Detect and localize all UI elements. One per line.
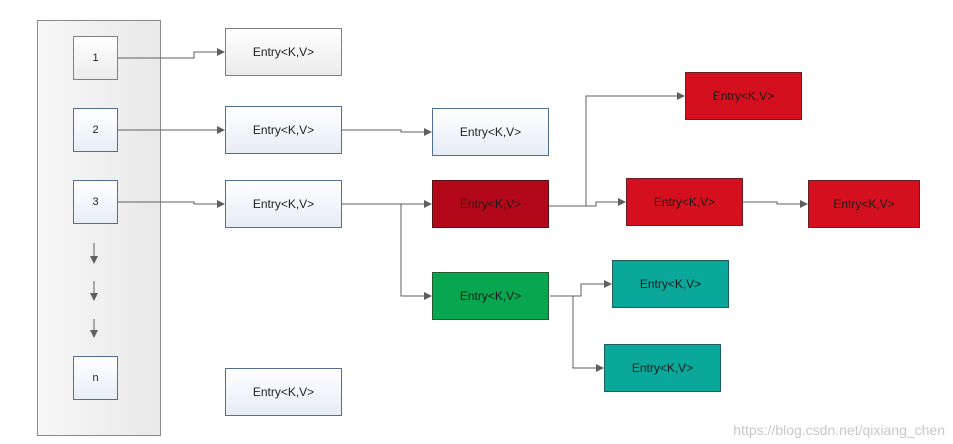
connector-teal-bottom bbox=[572, 296, 604, 372]
connector-tree-right bbox=[743, 200, 808, 208]
entry-tree-upper: Entry<K,V> bbox=[685, 72, 802, 120]
entry-tree-root: Entry<K,V> bbox=[432, 180, 549, 228]
entry-tree-mid: Entry<K,V> bbox=[626, 178, 743, 226]
connector-tree-green bbox=[400, 204, 432, 300]
entry-tree-teal-top: Entry<K,V> bbox=[612, 260, 729, 308]
entry-bucket3-head: Entry<K,V> bbox=[225, 180, 342, 228]
connector-bucket2-next bbox=[342, 128, 432, 136]
bucket-n: n bbox=[73, 356, 118, 400]
entry-tree-teal-bottom: Entry<K,V> bbox=[604, 344, 721, 392]
entry-bucket1-head: Entry<K,V> bbox=[225, 28, 342, 76]
entry-standalone: Entry<K,V> bbox=[225, 368, 342, 416]
bucket-3: 3 bbox=[73, 180, 118, 224]
connector-bucket3 bbox=[118, 200, 225, 208]
bucket-1: 1 bbox=[73, 36, 118, 80]
watermark: https://blog.csdn.net/qixiang_chen bbox=[733, 422, 945, 438]
entry-tree-right: Entry<K,V> bbox=[808, 180, 920, 228]
connector-tree-mid bbox=[586, 198, 626, 207]
entry-bucket2-next: Entry<K,V> bbox=[432, 108, 549, 156]
connector-tree-upper bbox=[549, 92, 685, 207]
entry-tree-green: Entry<K,V> bbox=[432, 272, 549, 320]
entry-bucket2-head: Entry<K,V> bbox=[225, 106, 342, 154]
connector-teal-top bbox=[550, 280, 612, 297]
bucket-2: 2 bbox=[73, 108, 118, 152]
connector-bucket1 bbox=[118, 48, 225, 59]
